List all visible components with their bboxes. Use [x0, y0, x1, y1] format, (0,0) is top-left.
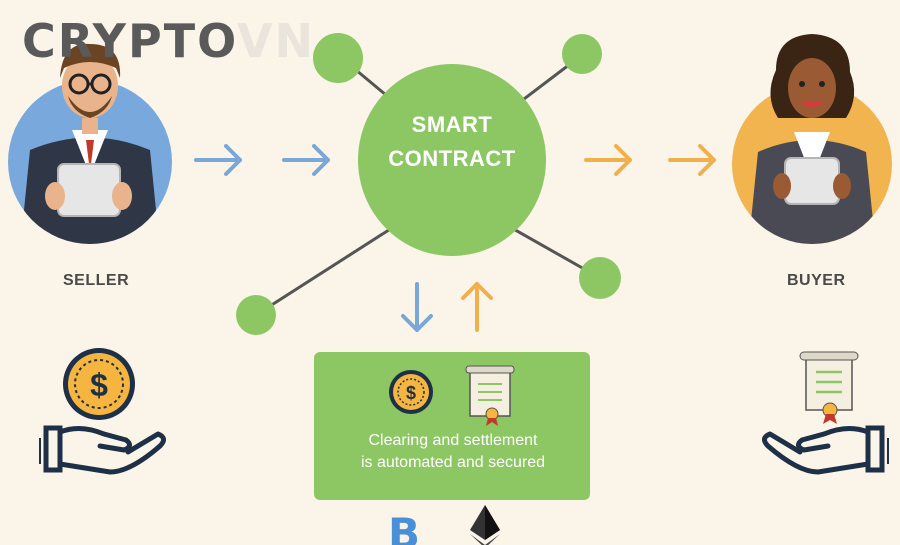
watermark-suffix: VN [236, 14, 316, 68]
seller-label: SELLER [63, 272, 130, 289]
clearing-settlement-box [314, 352, 590, 500]
arrow-right-icon [668, 144, 716, 176]
box-dollar-sign: $ [406, 383, 416, 403]
arrow-right-icon [194, 144, 242, 176]
seller-avatar [8, 43, 172, 244]
smart-contract-label: SMART CONTRACT [362, 108, 542, 176]
network-node-top-left [313, 33, 363, 83]
clearing-settlement-text: Clearing and settlement is automated and… [316, 430, 590, 474]
dollar-coin-icon: $ [389, 370, 433, 414]
arrow-right-icon [282, 144, 330, 176]
watermark-main: CRYPTO [22, 14, 237, 68]
network-node-bottom-right [579, 257, 621, 299]
crypto-vn-watermark: CRYPTOVN [22, 14, 315, 68]
box-text-line1: Clearing and settlement [368, 432, 538, 449]
buyer-label: BUYER [787, 272, 846, 289]
network-node-bottom-left [236, 295, 276, 335]
svg-text:B: B [388, 509, 420, 545]
smart-contract-line1: SMART [411, 112, 493, 137]
box-text-line2: is automated and secured [360, 454, 546, 471]
buyer-avatar [732, 34, 892, 244]
network-node-top-right [562, 34, 602, 74]
blockchain-b-icon: B [388, 509, 420, 545]
arrow-down-icon [401, 282, 433, 332]
hand-certificate-icon [762, 351, 889, 475]
hand-coin-symbol: $ [90, 367, 108, 403]
ethereum-icon [470, 505, 500, 545]
arrow-up-icon [461, 282, 493, 332]
certificate-icon [465, 365, 515, 426]
hand-coin-icon: $ [39, 348, 166, 475]
smart-contract-line2: CONTRACT [388, 146, 516, 171]
smart-contract-circle [358, 64, 546, 256]
arrow-right-icon [584, 144, 632, 176]
